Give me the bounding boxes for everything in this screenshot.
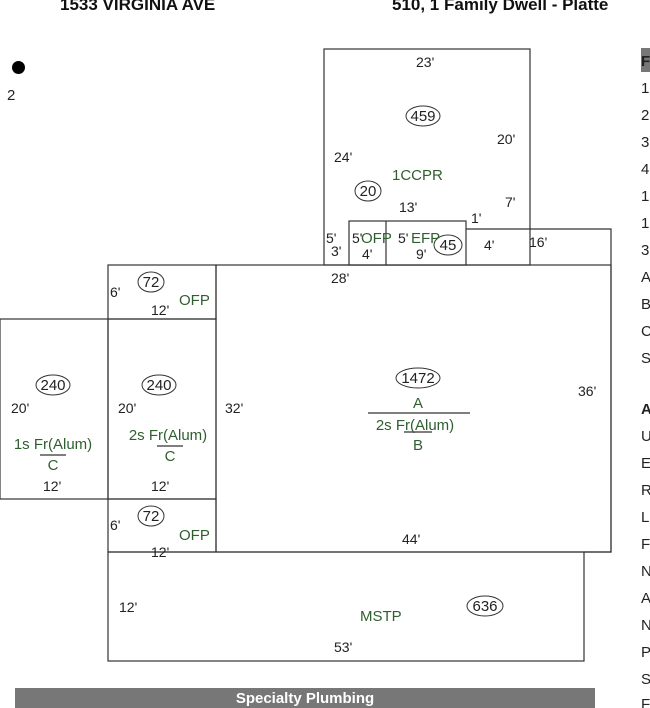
- area-oval-20: [354, 180, 382, 202]
- dimension-label: 4': [484, 237, 494, 253]
- property-class: 510, 1 Family Dwell - Platte: [392, 0, 609, 14]
- bullet-dot: [12, 61, 25, 74]
- side-panel-header: [641, 48, 650, 72]
- dimension-label: 44': [402, 531, 420, 547]
- dimension-label: 16': [529, 234, 547, 250]
- side-panel-char: 2: [641, 107, 650, 124]
- area-oval-1472: [395, 367, 441, 389]
- label-ofp-lower: OFP: [179, 527, 210, 544]
- dimension-label: 20': [497, 131, 515, 147]
- section-header-bar: Specialty Plumbing: [15, 688, 595, 708]
- side-panel-char: F: [641, 536, 650, 553]
- side-panel-char: A: [641, 401, 650, 418]
- label-ofp-porch: OFP: [361, 230, 392, 247]
- label-main-fr-alum: 2s Fr(Alum): [376, 417, 454, 434]
- side-panel-char: N: [641, 617, 650, 634]
- area-code: 45: [440, 237, 457, 254]
- side-panel-char: 1: [641, 215, 650, 232]
- side-panel-char: 3: [641, 134, 650, 151]
- area-code: 72: [143, 274, 160, 291]
- dimension-label: 6': [110, 517, 120, 533]
- area-code: 240: [146, 377, 171, 394]
- dimension-label: 24': [334, 149, 352, 165]
- dimension-label: 5': [398, 230, 408, 246]
- side-panel-char: R: [641, 482, 650, 499]
- side-panel-char: A: [641, 269, 650, 286]
- area-oval-72-top: [137, 271, 165, 293]
- label-1s-class: C: [48, 457, 59, 474]
- area-oval-459: [405, 105, 441, 127]
- area-oval-240-left: [35, 374, 71, 396]
- side-panel: F 1 2 3 4 1 1 3 A B C S A U E R L F N A …: [641, 48, 650, 708]
- dimension-label: 1': [471, 210, 481, 226]
- addition-1s-outline: [0, 318, 109, 500]
- side-panel-char: E: [641, 455, 650, 472]
- side-panel-char: 1: [641, 188, 650, 205]
- label-main-b: B: [413, 437, 423, 454]
- side-panel-char: N: [641, 563, 650, 580]
- area-code: 459: [410, 108, 435, 125]
- side-panel-char: B: [641, 296, 650, 313]
- dimension-label: 23': [416, 54, 434, 70]
- label-main-a: A: [413, 395, 423, 412]
- label-1s-fr-alum: 1s Fr(Alum): [14, 436, 92, 453]
- side-panel-char: L: [641, 509, 650, 526]
- label-efp: EFP: [411, 230, 440, 247]
- dimension-label: 12': [43, 478, 61, 494]
- side-panel-char: F: [641, 696, 650, 708]
- side-panel-char: F: [641, 53, 650, 70]
- area-code: 72: [143, 508, 160, 525]
- area-code: 636: [472, 598, 497, 615]
- dimension-label: 36': [578, 383, 596, 399]
- label-1ccpr: 1CCPR: [392, 167, 443, 184]
- label-2s-class: C: [165, 448, 176, 465]
- label-ofp-upper: OFP: [179, 292, 210, 309]
- porch-outline: [348, 220, 467, 266]
- area-oval-45: [433, 234, 463, 256]
- dimension-label: 9': [416, 246, 426, 262]
- page-number: 2: [7, 87, 16, 104]
- dimension-label: 5': [352, 230, 362, 246]
- section-header-label: Specialty Plumbing: [235, 690, 375, 707]
- dimension-label: 12': [151, 544, 169, 560]
- dimension-label: 13': [399, 199, 417, 215]
- property-address: 1533 VIRGINIA AVE: [60, 0, 216, 14]
- mstp-outline: [107, 551, 585, 662]
- label-mstp: MSTP: [360, 608, 402, 625]
- dimension-label: 12': [151, 302, 169, 318]
- dimension-label: 28': [331, 270, 349, 286]
- side-panel-char: 4: [641, 161, 650, 178]
- dimension-label: 20': [118, 400, 136, 416]
- side-panel-char: P: [641, 644, 650, 661]
- area-code: 20: [360, 183, 377, 200]
- dimension-label: 4': [362, 246, 372, 262]
- side-panel-char: 3: [641, 242, 650, 259]
- dimension-label: 53': [334, 639, 352, 655]
- side-panel-char: U: [641, 428, 650, 445]
- side-panel-char: S: [641, 350, 650, 367]
- dimension-label: 12': [119, 599, 137, 615]
- dimension-label: 3': [331, 243, 341, 259]
- area-code: 240: [40, 377, 65, 394]
- side-panel-char: C: [641, 323, 650, 340]
- area-oval-636: [466, 595, 504, 617]
- side-panel-char: S: [641, 671, 650, 688]
- dimension-label: 7': [505, 194, 515, 210]
- dimension-label: 12': [151, 478, 169, 494]
- side-panel-char: 1: [641, 80, 650, 97]
- dimension-label: 5': [326, 230, 336, 246]
- label-2s-fr-alum: 2s Fr(Alum): [129, 427, 207, 444]
- area-code: 1472: [401, 370, 434, 387]
- dimension-label: 6': [110, 284, 120, 300]
- area-oval-240-mid: [141, 374, 177, 396]
- dimension-label: 32': [225, 400, 243, 416]
- dimension-label: 20': [11, 400, 29, 416]
- side-panel-char: A: [641, 590, 650, 607]
- area-oval-72-bottom: [137, 505, 165, 527]
